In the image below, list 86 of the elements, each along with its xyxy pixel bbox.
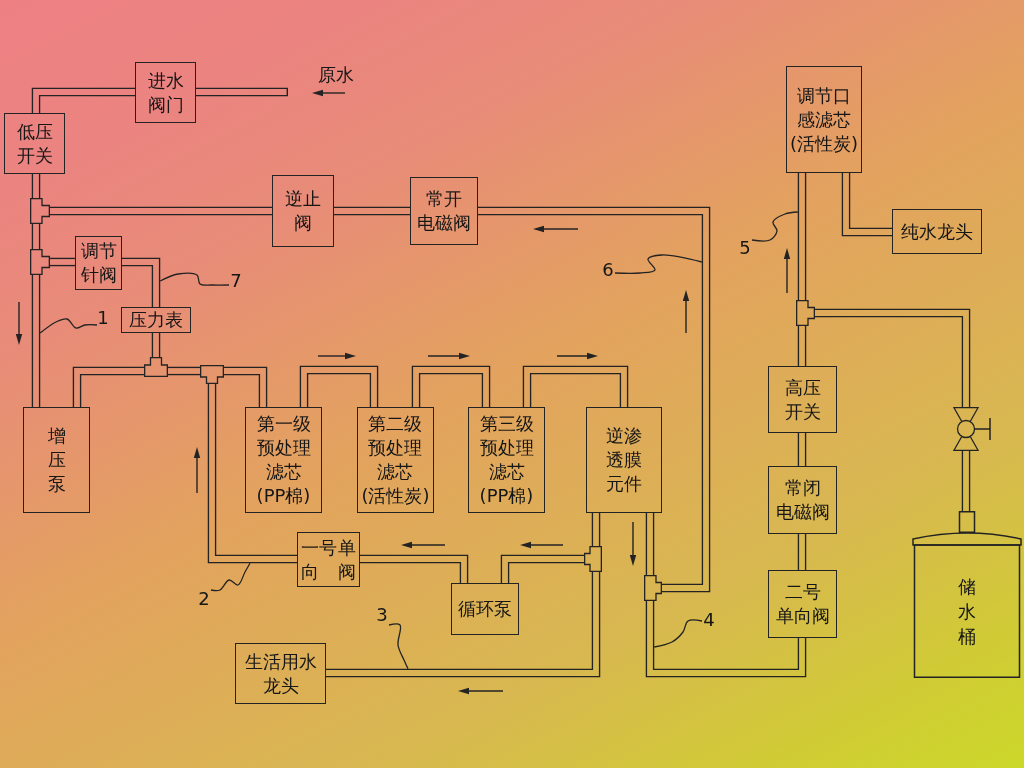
pipe <box>299 365 379 407</box>
component-label: 高压开关 <box>784 375 821 424</box>
pipe <box>122 257 161 307</box>
pipe <box>478 206 711 593</box>
callout-number: 2 <box>197 588 211 610</box>
component-box <box>892 209 982 254</box>
pipe <box>31 87 135 113</box>
component-box <box>245 407 322 513</box>
pipe <box>31 174 41 198</box>
component-label: 循环泵 <box>458 597 512 621</box>
pipe <box>797 433 807 466</box>
leader-line <box>614 254 703 274</box>
component-box <box>410 177 478 245</box>
pipe <box>196 87 288 97</box>
pipe <box>522 365 629 407</box>
component-label: 调节口感滤芯(活性炭) <box>789 83 858 156</box>
pipe <box>168 366 200 376</box>
pipe <box>326 572 601 678</box>
pipe <box>72 366 144 407</box>
callout-number: 3 <box>375 604 389 626</box>
leader-line <box>159 272 230 286</box>
component-box <box>235 643 326 704</box>
pipe <box>797 534 807 570</box>
callout-number: 6 <box>601 259 615 281</box>
pipe-tee <box>30 249 50 275</box>
valve-symbol <box>953 407 991 451</box>
component-label: 压力表 <box>129 309 183 331</box>
pipe <box>411 365 491 407</box>
component-box <box>4 113 65 174</box>
callout-number: 4 <box>702 609 716 631</box>
component-box <box>768 570 837 638</box>
pipe <box>151 333 161 357</box>
component-box <box>586 407 662 513</box>
component-label: 调节针阀 <box>80 239 117 287</box>
leader-line <box>751 211 799 242</box>
component-box <box>768 366 837 433</box>
pipe-tee <box>30 198 50 224</box>
pipe <box>224 366 268 407</box>
component-box <box>451 583 519 635</box>
pipe <box>207 384 297 564</box>
tank-label: 储水桶 <box>958 574 976 650</box>
pipe <box>645 513 655 575</box>
pipe <box>50 206 272 216</box>
pipe <box>841 173 892 237</box>
pipe <box>50 257 75 267</box>
pipe <box>961 451 971 511</box>
callout-number: 5 <box>738 237 752 259</box>
pipe <box>591 513 601 546</box>
component-box <box>23 407 90 513</box>
component-label: 增压泵 <box>47 424 66 496</box>
component-label: 一号单向阀 <box>301 535 356 584</box>
component-box <box>786 66 862 173</box>
pipe <box>797 326 807 366</box>
text-label: 原水 <box>318 64 354 86</box>
leader-line <box>388 623 409 670</box>
component-box <box>135 62 196 123</box>
pipe-tee <box>144 357 168 377</box>
pipe <box>645 601 807 678</box>
pipe <box>31 224 41 249</box>
pipe <box>815 308 971 407</box>
leader-line <box>39 318 98 334</box>
component-label: 逆渗透膜元件 <box>606 424 642 496</box>
component-box <box>272 175 334 247</box>
pipe <box>360 554 469 583</box>
component-label: 第一级预处理滤芯(PP棉) <box>256 412 311 508</box>
leader-line <box>653 619 703 648</box>
component-label: 常闭电磁阀 <box>775 476 830 524</box>
pipe <box>797 173 807 300</box>
component-box <box>468 407 545 513</box>
component-label: 第三级预处理滤芯(PP棉) <box>479 412 534 508</box>
component-label: 常开电磁阀 <box>417 187 471 235</box>
component-label: 进水阀门 <box>147 68 184 117</box>
pipe <box>500 554 584 583</box>
pipe <box>31 275 41 407</box>
component-label: 二号单向阀 <box>775 580 830 628</box>
component-label: 第二级预处理滤芯(活性炭) <box>361 412 430 508</box>
callout-number: 7 <box>229 270 243 292</box>
callout-number: 1 <box>97 307 109 329</box>
component-label: 逆止阀 <box>285 187 321 235</box>
component-label: 生活用水龙头 <box>244 649 317 698</box>
pipe <box>334 206 410 216</box>
component-label: 纯水龙头 <box>901 219 973 244</box>
component-box <box>768 466 837 534</box>
leader-line <box>210 562 251 592</box>
component-label: 低压开关 <box>16 119 53 168</box>
component-box <box>121 307 191 333</box>
